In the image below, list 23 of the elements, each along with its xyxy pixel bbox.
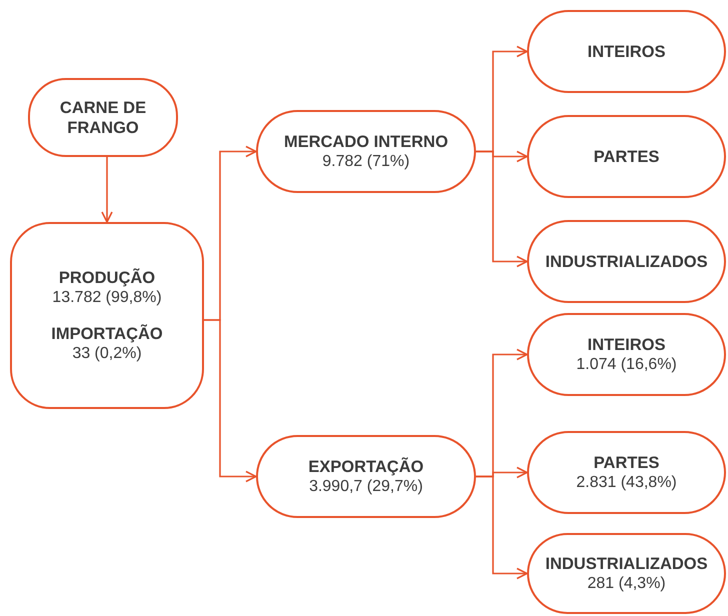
node-title: PRODUÇÃO xyxy=(58,268,156,288)
rounded-box xyxy=(10,222,204,409)
node-value: 281 (4,3%) xyxy=(587,574,666,594)
arrow xyxy=(476,150,528,268)
node-value: 33 (0,2%) xyxy=(72,344,142,364)
node-title: PARTES xyxy=(594,146,660,166)
node-value: 13.782 (99,8%) xyxy=(52,288,162,308)
arrow xyxy=(204,319,257,482)
node-title: INDUSTRIALIZADOS xyxy=(545,554,708,574)
node-title: INDUSTRIALIZADOS xyxy=(545,252,708,272)
node-title: INTEIROS xyxy=(588,334,666,354)
node-title: MERCADO INTERNO xyxy=(284,132,448,152)
node-title: INTEIROS xyxy=(588,42,666,62)
node-value: 2.831 (43,8%) xyxy=(576,472,677,492)
node-title: CARNE DE FRANGO xyxy=(58,98,148,138)
node-title: PARTES xyxy=(594,452,660,472)
node-value: 1.074 (16,6%) xyxy=(576,354,677,374)
arrow xyxy=(101,157,113,223)
node-value: 3.990,7 (29,7%) xyxy=(309,476,423,496)
arrow xyxy=(476,476,528,580)
node-title: EXPORTAÇÃO xyxy=(308,456,424,476)
node-value: 9.782 (71%) xyxy=(322,152,410,172)
node-title: IMPORTAÇÃO xyxy=(51,324,163,344)
